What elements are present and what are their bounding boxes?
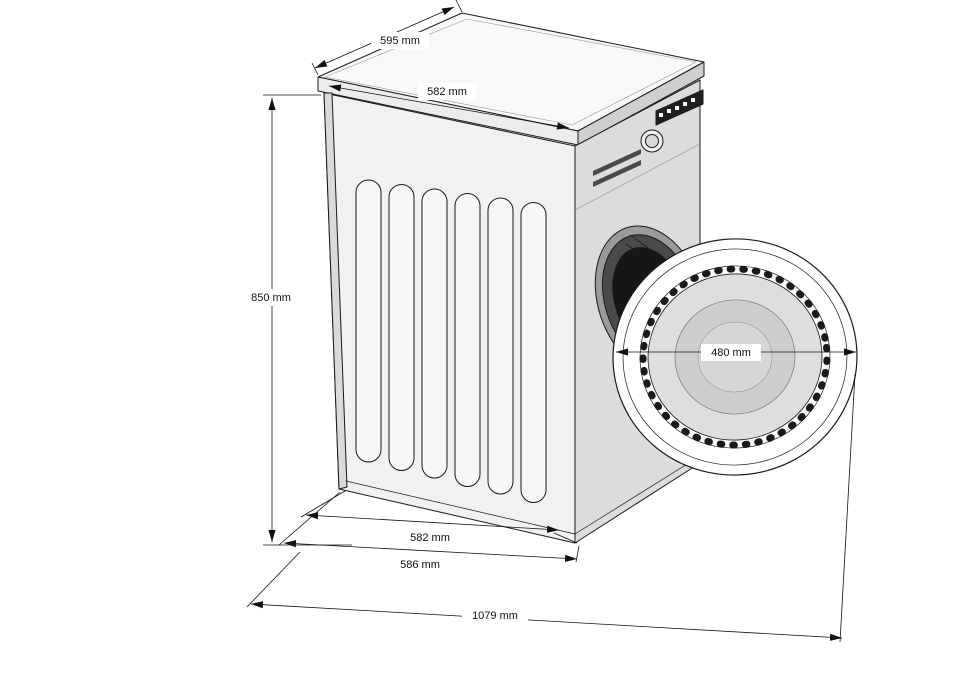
vent-grille	[593, 160, 641, 187]
dimension-top-width	[328, 84, 570, 130]
vent-slot	[520, 202, 547, 503]
washing-machine-drawing	[317, 12, 858, 544]
machine-side-panel	[323, 92, 576, 544]
door-rim-ticks	[639, 265, 831, 449]
dimension-overall-width	[246, 373, 856, 643]
control-panel	[593, 89, 704, 187]
dimension-label-height: 850 mm	[251, 292, 291, 304]
panel-button	[667, 109, 671, 113]
door-hinge	[625, 234, 649, 258]
label-bottom-width: 582 mm	[401, 529, 459, 546]
panel-button	[659, 113, 663, 117]
vent-slot	[454, 193, 481, 487]
label-height: 850 mm	[242, 289, 300, 306]
vent-slot	[421, 188, 448, 479]
label-top-width: 582 mm	[418, 83, 476, 100]
label-door-diameter: 480 mm	[701, 344, 761, 361]
vent-grille	[593, 149, 641, 176]
dimension-label-door-diameter: 480 mm	[711, 347, 751, 359]
dimension-bottom-depth	[278, 491, 580, 563]
label-overall-width: 1079 mm	[462, 607, 528, 624]
label-bottom-depth: 586 mm	[391, 556, 449, 573]
dimension-label-overall-width: 1079 mm	[472, 610, 518, 622]
dimension-label-bottom-depth: 586 mm	[400, 559, 440, 571]
dimension-label-top-width: 582 mm	[427, 86, 467, 98]
label-top-depth: 595 mm	[371, 32, 429, 49]
dimension-label-bottom-width: 582 mm	[410, 532, 450, 544]
vent-slot	[487, 197, 514, 495]
vent-slot	[355, 179, 382, 463]
panel-button	[675, 106, 679, 110]
panel-button	[683, 102, 687, 106]
lid-edge-front-right	[577, 61, 705, 146]
dimension-label-top-depth: 595 mm	[380, 35, 420, 47]
dimension-lines	[246, 0, 856, 643]
vent-slot	[388, 184, 415, 471]
dimension-labels: 595 mm 582 mm 850 mm 480 mm 582 mm 586 m…	[242, 32, 761, 624]
panel-button	[691, 98, 695, 102]
side-panel-ribs	[355, 179, 547, 503]
